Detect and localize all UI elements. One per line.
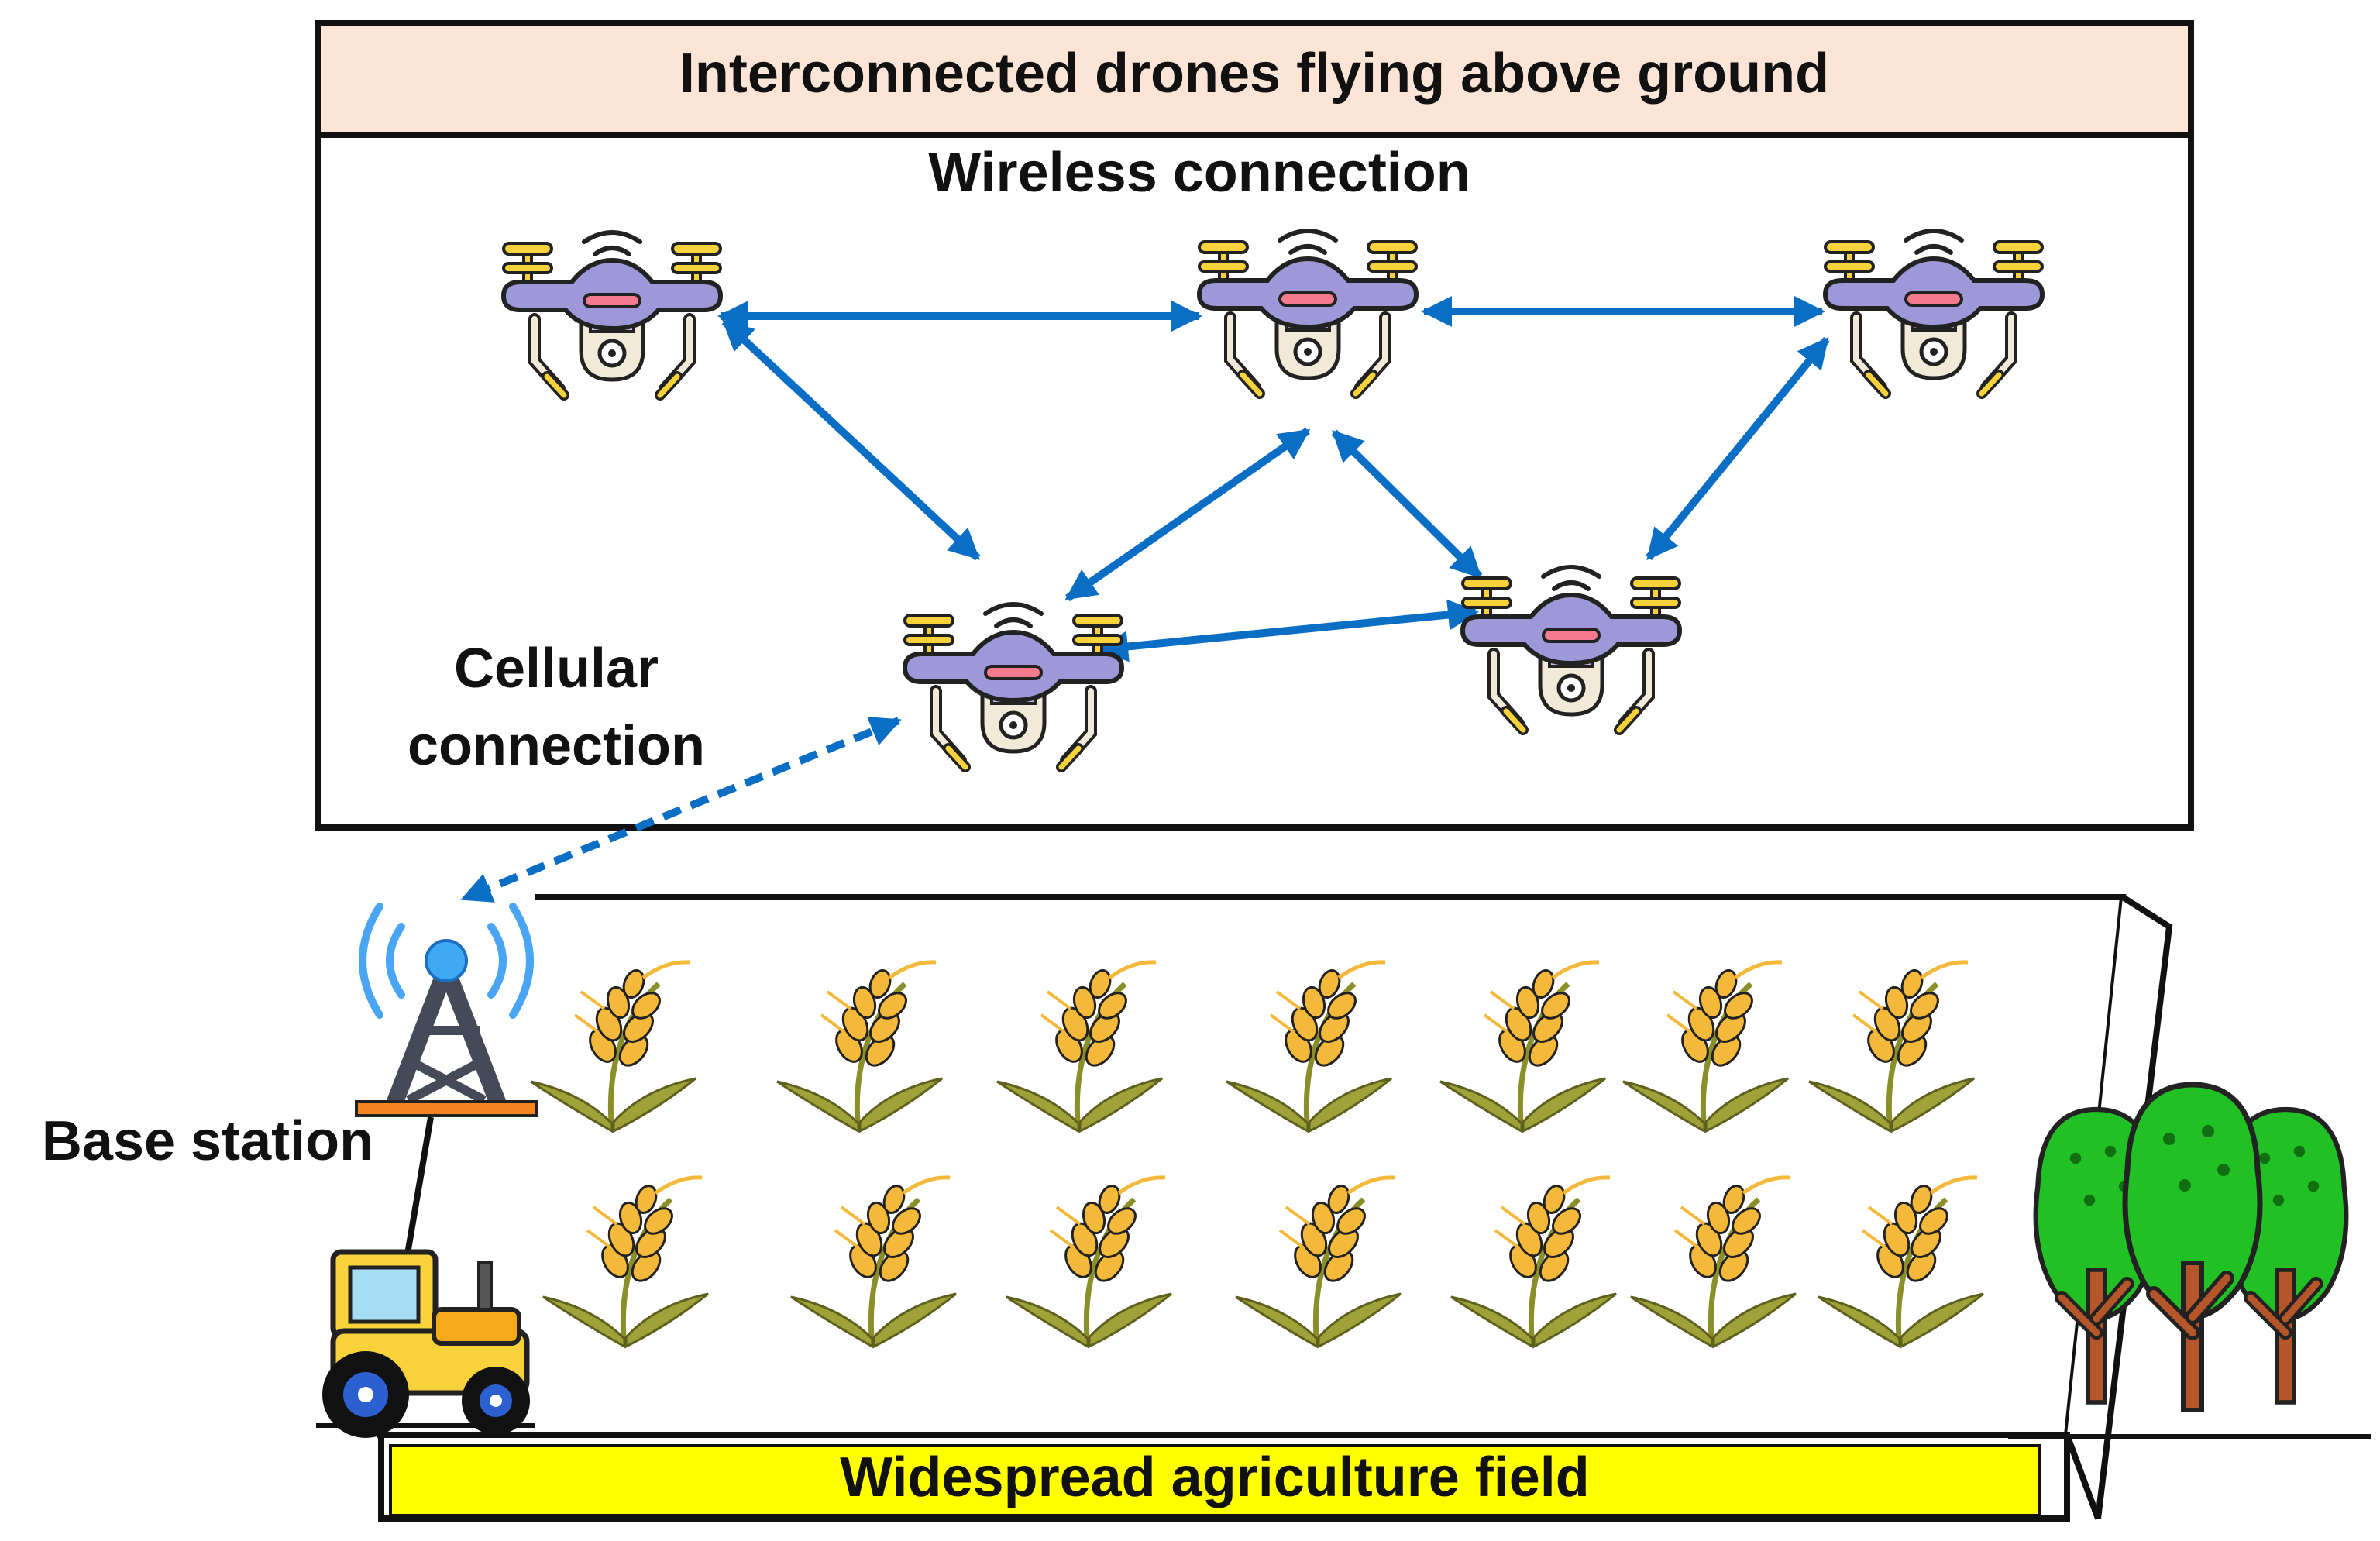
panel-title-band bbox=[315, 20, 2194, 138]
link-d4-d5 bbox=[1097, 599, 1479, 662]
wheat-icon bbox=[1623, 962, 1788, 1131]
crop-rows bbox=[531, 962, 1983, 1347]
tree-icon bbox=[2125, 1085, 2260, 1410]
tower-tractor-link bbox=[401, 1116, 434, 1273]
link-d2-d4 bbox=[1064, 427, 1311, 602]
wireless-links bbox=[717, 296, 1830, 662]
wheat-icon bbox=[1818, 1178, 1983, 1347]
wheat-icon bbox=[1236, 1178, 1401, 1347]
cellular-label-line2: connection bbox=[408, 715, 705, 777]
field-label-band bbox=[389, 1444, 2041, 1517]
wheat-icon bbox=[997, 962, 1162, 1131]
wheat-icon bbox=[1006, 1178, 1171, 1347]
base-station-label: Base station bbox=[42, 1110, 373, 1172]
wheat-icon bbox=[791, 1178, 956, 1347]
link-d3-d5 bbox=[1646, 336, 1830, 561]
wheat-icon bbox=[531, 962, 696, 1131]
wheat-icon bbox=[777, 962, 942, 1131]
wheat-icon bbox=[1440, 962, 1605, 1131]
wheat-icon bbox=[1451, 1178, 1616, 1347]
link-d1-d4 bbox=[721, 318, 981, 561]
field-label: Widespread agriculture field bbox=[840, 1446, 1590, 1508]
agriculture-field: Widespread agriculture field bbox=[377, 894, 2173, 1522]
panel-title: Interconnected drones flying above groun… bbox=[679, 43, 1829, 105]
link-d2-d5 bbox=[1331, 429, 1483, 580]
cellular-label-line1: Cellular bbox=[454, 638, 659, 700]
wheat-icon bbox=[543, 1178, 708, 1347]
wireless-label: Wireless connection bbox=[928, 142, 1470, 204]
wheat-icon bbox=[1631, 1178, 1796, 1347]
antenna-tower-icon bbox=[355, 903, 538, 1117]
tree-group bbox=[2008, 1085, 2371, 1439]
wheat-icon bbox=[1809, 962, 1974, 1131]
tractor-icon bbox=[316, 1249, 535, 1438]
cellular-link bbox=[460, 717, 902, 903]
drone-network-panel: Interconnected drones flying above groun… bbox=[315, 20, 2194, 831]
wheat-icon bbox=[1226, 962, 1391, 1131]
